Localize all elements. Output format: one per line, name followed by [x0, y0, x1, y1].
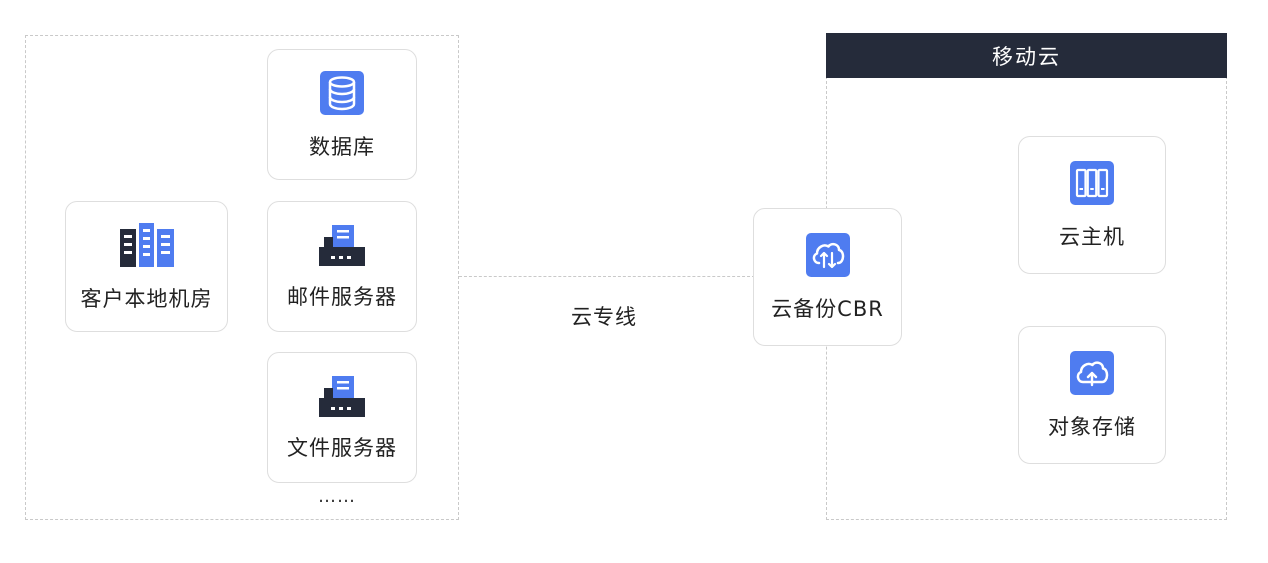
- dedicated-line-label: 云专线: [571, 305, 637, 329]
- local-room-node: 客户本地机房: [65, 201, 228, 332]
- server-icon: [319, 224, 365, 266]
- cbr-label: 云备份CBR: [771, 297, 884, 321]
- database-node: 数据库: [267, 49, 417, 180]
- file-server-label: 文件服务器: [287, 435, 397, 460]
- cloud-title: 移动云: [992, 44, 1061, 69]
- object-storage-label: 对象存储: [1048, 415, 1136, 439]
- more-items-ellipsis: ……: [318, 486, 356, 507]
- file-server-node: 文件服务器: [267, 352, 417, 483]
- local-room-label: 客户本地机房: [80, 286, 213, 311]
- mail-server-node: 邮件服务器: [267, 201, 417, 332]
- cloud-server-icon: [1070, 161, 1114, 205]
- database-label: 数据库: [309, 134, 375, 159]
- mail-server-label: 邮件服务器: [287, 284, 397, 309]
- cloud-header: 移动云: [826, 33, 1227, 78]
- cloud-backup-icon: [805, 233, 850, 277]
- database-icon: [320, 70, 364, 115]
- local-datacenter-group: [25, 35, 459, 520]
- ecs-label: 云主机: [1059, 225, 1125, 249]
- building-icon: [119, 222, 174, 267]
- cbr-node: 云备份CBR: [753, 208, 902, 346]
- server-icon: [319, 375, 365, 417]
- object-storage-node: 对象存储: [1018, 326, 1166, 464]
- ecs-node: 云主机: [1018, 136, 1166, 274]
- dedicated-line-connector: [459, 276, 755, 277]
- cloud-upload-icon: [1070, 351, 1114, 395]
